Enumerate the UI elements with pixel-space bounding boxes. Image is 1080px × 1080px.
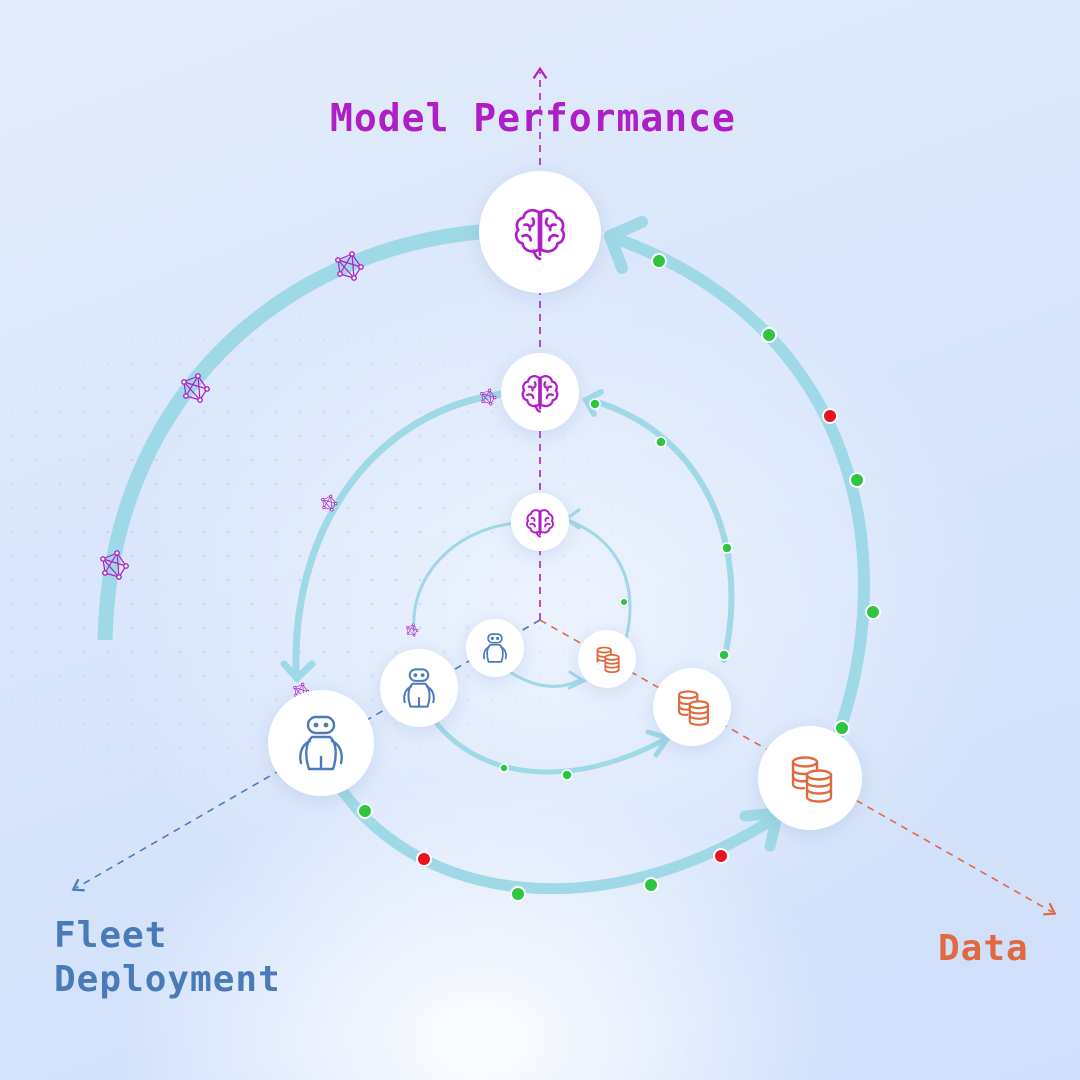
fleet-node-inner — [466, 619, 524, 677]
brain-icon — [521, 375, 559, 413]
status-dot-ok — [865, 604, 881, 620]
database-icon — [678, 690, 710, 726]
status-dot-ok — [651, 253, 667, 269]
data-node-inner — [578, 630, 636, 688]
model-node-inner — [511, 493, 569, 551]
status-dot-ok — [761, 327, 777, 343]
status-dot-ok — [721, 542, 733, 554]
data-node-middle — [653, 668, 731, 746]
spiral-loop-middle — [280, 389, 735, 775]
status-dot-ok — [589, 398, 601, 410]
status-dot-ok — [834, 720, 850, 736]
status-dot-ok — [499, 763, 509, 773]
status-dot-ok — [561, 769, 573, 781]
status-dot-error — [713, 848, 729, 864]
network-graph-icon — [405, 623, 419, 637]
spiral-loop-inner — [412, 508, 632, 690]
status-dot-ok — [718, 649, 730, 661]
status-dot-error — [822, 408, 838, 424]
database-icon — [791, 756, 833, 803]
status-dot-ok — [849, 472, 865, 488]
status-dot-ok — [357, 803, 373, 819]
fleet-deployment-label-line2: Deployment — [54, 959, 281, 1000]
model-node-outer — [479, 171, 601, 293]
robot-icon — [299, 715, 343, 771]
fleet-deployment-label: Fleet Deployment — [54, 914, 281, 1002]
spiral-loop-outer — [97, 216, 870, 895]
status-dot-ok — [510, 886, 526, 902]
fleet-deployment-axis — [71, 619, 541, 892]
status-markers — [357, 253, 881, 902]
data-label: Data — [938, 928, 1029, 969]
robot-icon — [483, 633, 507, 663]
model-node-middle — [501, 353, 579, 431]
fleet-deployment-label-line1: Fleet — [54, 915, 168, 956]
brain-icon — [526, 509, 554, 538]
status-dot-ok — [643, 877, 659, 893]
database-icon — [596, 646, 620, 673]
status-dot-error — [416, 851, 432, 867]
model-performance-label: Model Performance — [330, 96, 736, 140]
robot-icon — [403, 668, 435, 708]
data-node-outer — [758, 726, 862, 830]
fleet-node-outer — [268, 690, 374, 796]
status-dot-ok — [655, 436, 667, 448]
brain-icon — [514, 208, 566, 261]
status-dot-ok — [620, 598, 628, 606]
fleet-node-middle — [380, 649, 458, 727]
